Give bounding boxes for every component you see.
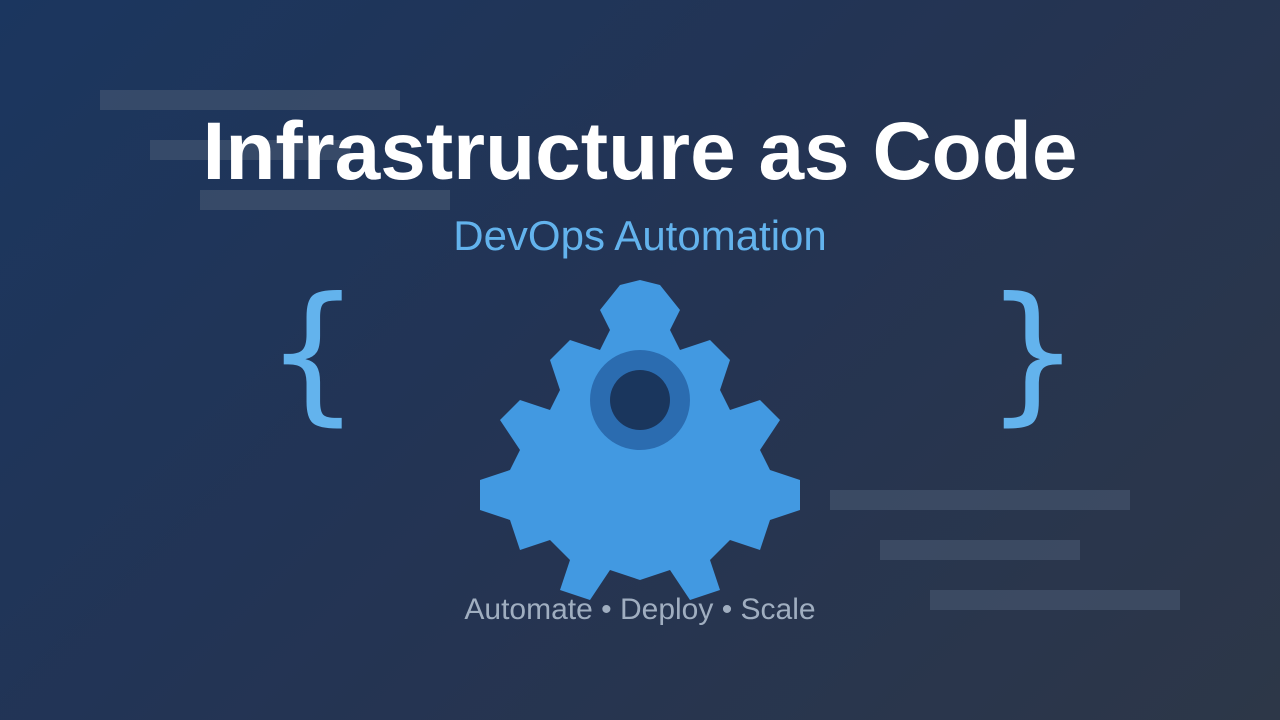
decor-line (200, 190, 450, 210)
tagline: Automate • Deploy • Scale (464, 593, 816, 626)
decor-line (830, 490, 1130, 510)
decor-line (100, 90, 400, 110)
decor-line (930, 590, 1180, 610)
left-brace-icon: { (265, 266, 361, 440)
page-title: Infrastructure as Code (202, 106, 1078, 197)
subtitle: DevOps Automation (453, 212, 827, 259)
gear-body (480, 280, 800, 600)
right-brace-icon: } (985, 266, 1081, 440)
decor-line (150, 140, 350, 160)
decor-line (880, 540, 1080, 560)
gear-hub (610, 370, 670, 430)
gear-ring (590, 350, 690, 450)
